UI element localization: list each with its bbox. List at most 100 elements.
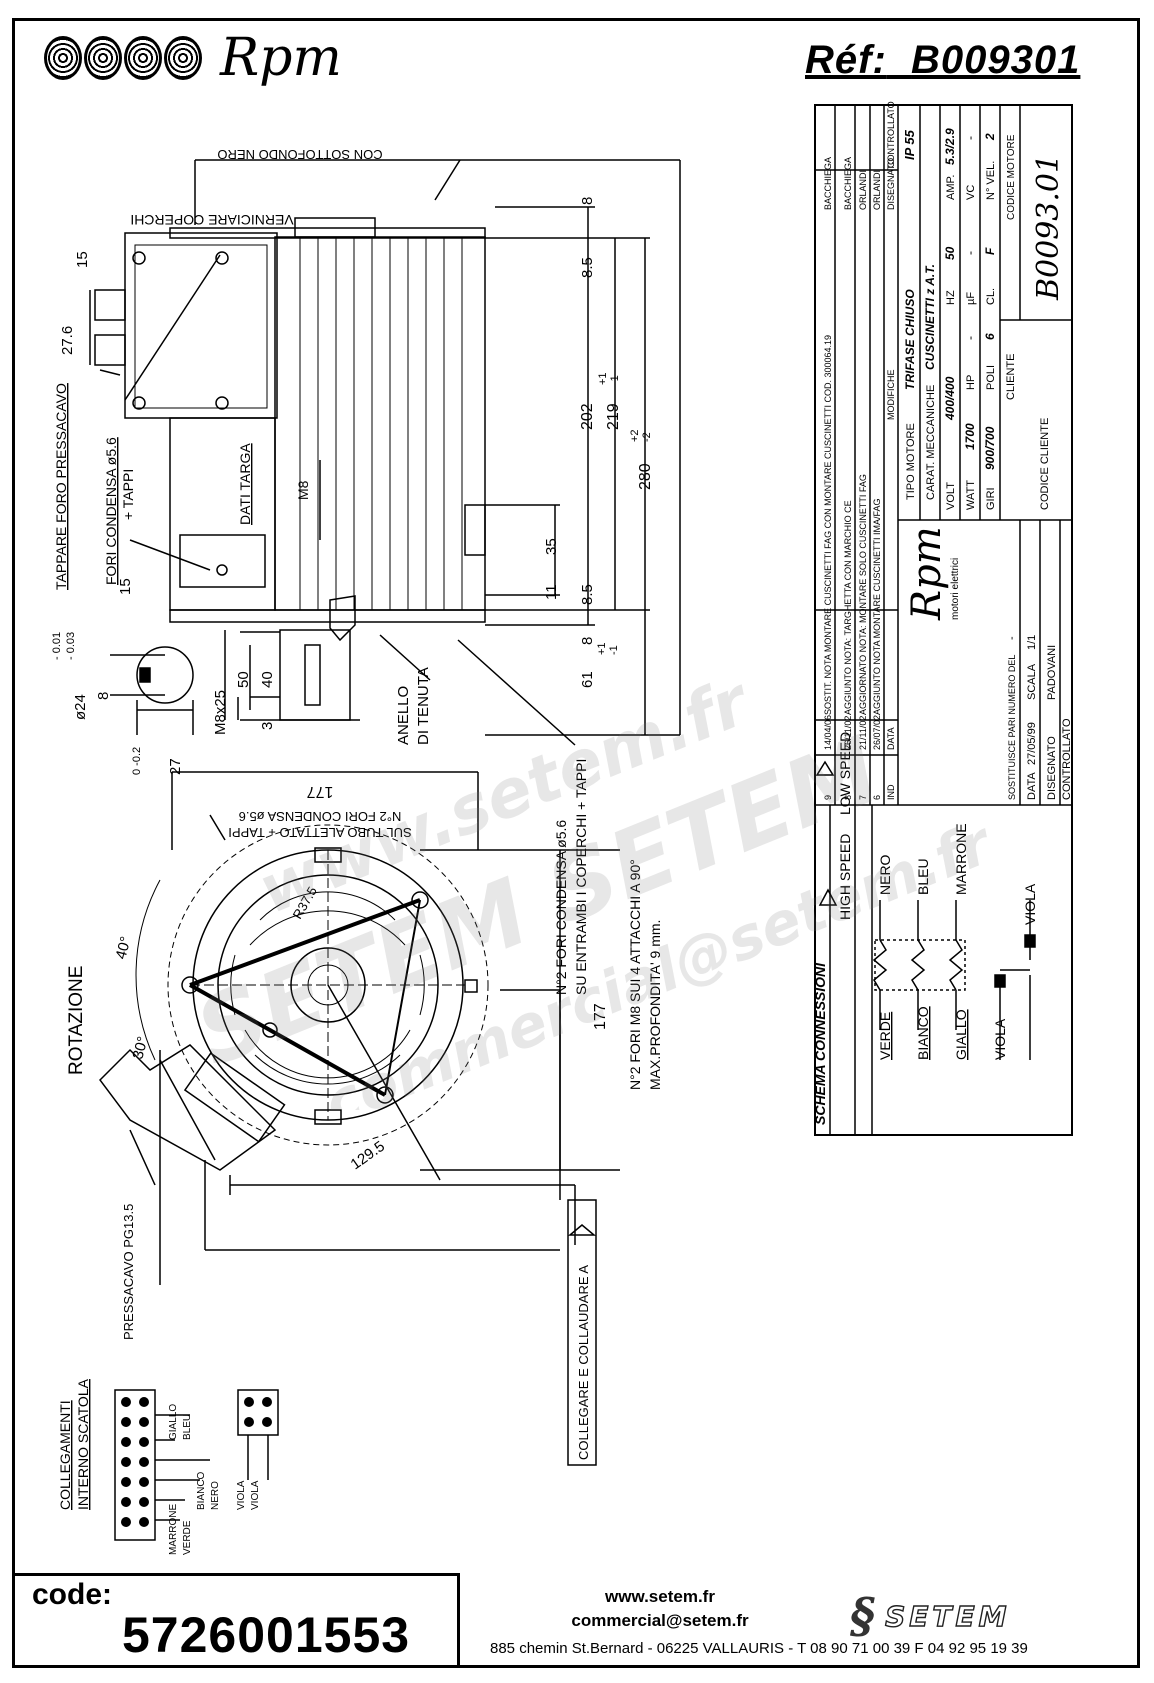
coil-icon [44, 36, 202, 80]
setem-logo: § SETEM [850, 1588, 1011, 1644]
dim-15-top: 15 [74, 251, 91, 268]
rev-6-n: 6 [872, 795, 882, 800]
reference-number: Réf: B009301 [805, 38, 1080, 83]
dim-177-top: 177 [307, 783, 334, 800]
code-box: code: 5726001553 [12, 1573, 460, 1668]
dim-177-side: 177 [592, 1003, 609, 1030]
scala-value: 1/1 [1026, 635, 1038, 650]
tipo-motore-label: TIPO MOTORE [905, 423, 917, 500]
angle-40: 40° [112, 935, 134, 961]
cliente-label: CLIENTE [1005, 354, 1017, 400]
nvel-value: 2 [983, 133, 997, 141]
shaft-tol-1: - 0.01 [51, 632, 63, 660]
internal-title-1: COLLEGAMENTI [57, 1400, 73, 1510]
note-anello: ANELLO [395, 686, 412, 745]
email-link[interactable]: commercial@setem.fr [571, 1611, 749, 1630]
tipo-motore-value: TRIFASE CHIUSO [903, 289, 917, 390]
wire-viola-2: VIOLA [250, 1480, 261, 1510]
dim-11: 11 [543, 584, 560, 600]
angle-30: 30° [129, 1035, 151, 1061]
fori-note-2: SU ENTRAMBI I COPERCHI + TAPPI [573, 759, 589, 995]
rev-7-n: 7 [858, 795, 868, 800]
dim-61: 61 [579, 671, 596, 688]
dim-3: 3 [259, 722, 276, 730]
nvel-label: N° VEL. [985, 161, 997, 200]
setem-wordmark: SETEM [884, 1599, 1011, 1633]
dim-8-5-bottom: 8.5 [579, 584, 596, 605]
terminal-dots [121, 1397, 272, 1527]
radius-r37-5: R37.5 [290, 884, 320, 922]
title-rpm-brand: Rpm [904, 526, 950, 621]
dim-15-bottom: 15 [117, 578, 134, 595]
rev-head-data: DATA [886, 727, 896, 750]
sostituisce-value: - [1006, 636, 1018, 640]
rev-head-modifiche: MODIFICHE [886, 370, 896, 421]
dim-27-tol: 0 -0.2 [131, 747, 143, 775]
codice-motore-value: B0093.01 [1031, 154, 1066, 301]
rev-8-n: 8 [843, 795, 853, 800]
rev-9-n: 9 [823, 795, 833, 800]
disegnato-label: DISEGNATO [1046, 736, 1058, 800]
rev-head-ind: IND [886, 784, 896, 800]
rev-6-date: 26/07/02 [872, 715, 882, 750]
rpm-logo: Rpm [44, 32, 342, 84]
dim-280-tol-minus: -2 [641, 432, 653, 442]
poli-label: POLI [985, 365, 997, 390]
giri-label: GIRI [985, 487, 997, 510]
dim-50: 50 [235, 671, 252, 688]
controllato-label: CONTROLLATO [1061, 718, 1073, 800]
rev-6-text: AGGIUNTO NOTA MONTARE CUSCINETTI IMA/FAG [872, 498, 882, 715]
dim-61-tol-minus: -1 [608, 645, 620, 655]
hp-label: HP [965, 375, 977, 390]
hp-value: - [963, 336, 977, 340]
paint-note-1: VERNICIARE COPERCHI [130, 212, 293, 228]
rev-9-text: SOSTIT. NOTA MONTARE CUSCINETTI FAG CON … [823, 335, 833, 715]
rev-head-disegnato: DISEGNATO [886, 158, 896, 210]
rev-9-by: BACCHIEGA [823, 157, 833, 210]
condensa-note-2: SUL TUBO ALETTATO + TAPPI [228, 825, 411, 840]
disegnato-value: PADOVANI [1046, 645, 1058, 700]
note-m8: M8 [295, 480, 311, 500]
dim-35: 35 [543, 538, 560, 555]
wire-giallo: GIALLO [168, 1404, 179, 1440]
wire-bianco: BIANCO [196, 1471, 207, 1510]
watt-value: 1700 [963, 423, 977, 450]
windings [872, 900, 1031, 1060]
schema-viola-2: VIOLA [992, 1018, 1008, 1060]
dim-40: 40 [259, 671, 276, 688]
dim-8-5-top: 8.5 [579, 257, 596, 278]
schema-title: SCHEMA CONNESSIONI [812, 962, 828, 1125]
m8-note-1: N°2 FORI M8 SUI 4 ATTACCHI A 90° [627, 859, 643, 1090]
brand-name: Rpm [220, 28, 342, 88]
rev-7-by: ORLANDI [858, 170, 868, 210]
poli-value: 6 [983, 333, 997, 340]
rev-8-by: BACCHIEGA [843, 157, 853, 210]
contact-block: www.setem.fr commercial@setem.fr [560, 1585, 760, 1633]
amp-label: AMP. [945, 175, 957, 200]
rev-9-date: 14/04/06 [823, 715, 833, 750]
dim-280-tol-plus: +2 [629, 429, 641, 442]
low-speed-label: LOW SPEED [837, 732, 853, 815]
volt-value: 400/400 [943, 376, 957, 421]
cl-value: F [983, 247, 997, 255]
note-dati-targa: DATI TARGA [237, 443, 253, 525]
volt-label: VOLT [945, 482, 957, 510]
rev-head-controllato: CONTROLLATO [886, 101, 896, 168]
thread-m8x25: M8x25 [212, 690, 229, 735]
schema-giallo: GIALLO [953, 1009, 969, 1060]
schema-bianco: BIANCO [915, 1006, 931, 1060]
rev-8-date: 26/11/02 [843, 716, 853, 750]
vc-value: - [963, 136, 977, 140]
shaft-diameter: ø24 [72, 694, 89, 720]
hz-value: 50 [943, 246, 957, 260]
m8-note-2: MAX.PROFONDITA' 9 mm. [647, 920, 663, 1090]
rotation-label: ROTAZIONE [66, 966, 87, 1075]
dim-61-tol-plus: +1 [596, 642, 608, 655]
website-link[interactable]: www.setem.fr [605, 1587, 715, 1606]
sostituisce-label: SOSTITUISCE PARI NUMERO DEL [1007, 655, 1017, 800]
scala-label: SCALA [1026, 663, 1038, 700]
hz-label: HZ [945, 290, 957, 305]
rev-6-by: ORLANDI [872, 170, 882, 210]
carat-value: CUSCINETTI z A.T. [923, 264, 937, 370]
codice-motore-label: CODICE MOTORE [1006, 134, 1017, 220]
